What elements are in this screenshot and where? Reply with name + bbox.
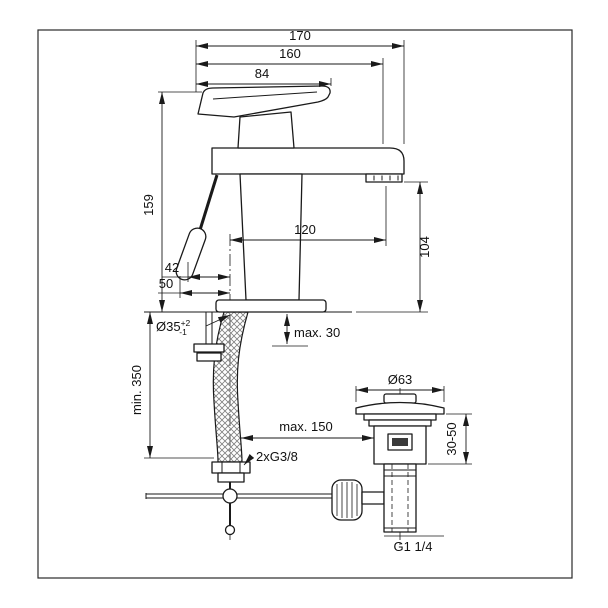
dimension-top-widths: 170 160 84 [195, 28, 405, 144]
hose-nut [211, 461, 251, 474]
waste-gasket-upper [363, 413, 437, 421]
thread-labels: 2xG3/8 G1 1/4 [243, 449, 444, 554]
waste-gasket-lower [368, 419, 432, 427]
hole-tolerance-minus: -1 [179, 327, 187, 337]
dim-42-label: 42 [165, 260, 179, 275]
dim-50-label: 50 [159, 276, 173, 291]
waste-flange [355, 401, 445, 415]
dim-160-label: 160 [279, 46, 301, 61]
dim-max30-label: max. 30 [294, 325, 340, 340]
dim-104-label: 104 [417, 236, 432, 258]
dim-max150-label: max. 150 [279, 419, 332, 434]
base-flange [215, 299, 327, 313]
rod-ball-end [224, 524, 236, 536]
dim-84-label: 84 [255, 66, 269, 81]
dimension-clamp-30-50: 30-50 [428, 413, 472, 465]
waste-plug-cap [383, 393, 417, 404]
hole-diameter-label: Ø35+2-1 [156, 318, 191, 337]
hose-nipple [217, 472, 245, 483]
dim-159-label: 159 [141, 194, 156, 216]
dim-120-label: 120 [294, 222, 316, 237]
adjuster-shaft [361, 491, 385, 505]
dim-63-label: Ø63 [388, 372, 413, 387]
supply-leader [243, 453, 255, 466]
pull-knob-rod [198, 174, 219, 231]
pop-up-waste [355, 393, 445, 533]
aerator-slots [373, 175, 399, 181]
faucet [175, 85, 405, 313]
dimension-height-159: 159 [141, 91, 202, 312]
dimension-drain-63: Ø63 [355, 372, 445, 402]
mounting-hardware [193, 312, 225, 362]
aerator [365, 173, 403, 183]
waste-slot-insert [392, 438, 408, 446]
hole-value: Ø35 [156, 319, 181, 334]
braided-hose [212, 311, 249, 463]
handle-detail-line [212, 91, 318, 100]
leader-line [205, 314, 231, 327]
pull-rod-assembly [145, 479, 385, 536]
ball-joint [222, 488, 238, 504]
knurl-hatching [336, 482, 358, 518]
waste-tailpiece [383, 463, 417, 533]
dimension-min-350: min. 350 [129, 312, 214, 459]
waste-thread-label: G1 1/4 [393, 539, 432, 554]
hole-tolerance-plus: +2 [181, 318, 191, 328]
mounting-bracket [193, 343, 225, 353]
dimension-hole-35: Ø35+2-1 [156, 314, 231, 337]
border-frame [37, 29, 573, 579]
cartridge-neck [237, 111, 295, 149]
dimension-reach-120: 120 [230, 186, 387, 246]
supply-thread-label: 2xG3/8 [256, 449, 298, 464]
dim-3050-label: 30-50 [444, 422, 459, 455]
dimension-max-150: max. 150 [241, 419, 374, 441]
dimension-deck-max-30: max. 30 [272, 314, 340, 347]
mounting-nut [196, 352, 222, 362]
spout [211, 147, 405, 175]
dimension-offsets: 42 50 [158, 260, 230, 298]
flexible-hose [211, 311, 251, 483]
faucet-body [239, 173, 303, 301]
lever-handle [197, 85, 331, 118]
dim-min350-label: min. 350 [129, 365, 144, 415]
dim-170-label: 170 [289, 28, 311, 43]
pull-knob [175, 227, 207, 281]
dimension-height-104: 104 [404, 181, 432, 312]
